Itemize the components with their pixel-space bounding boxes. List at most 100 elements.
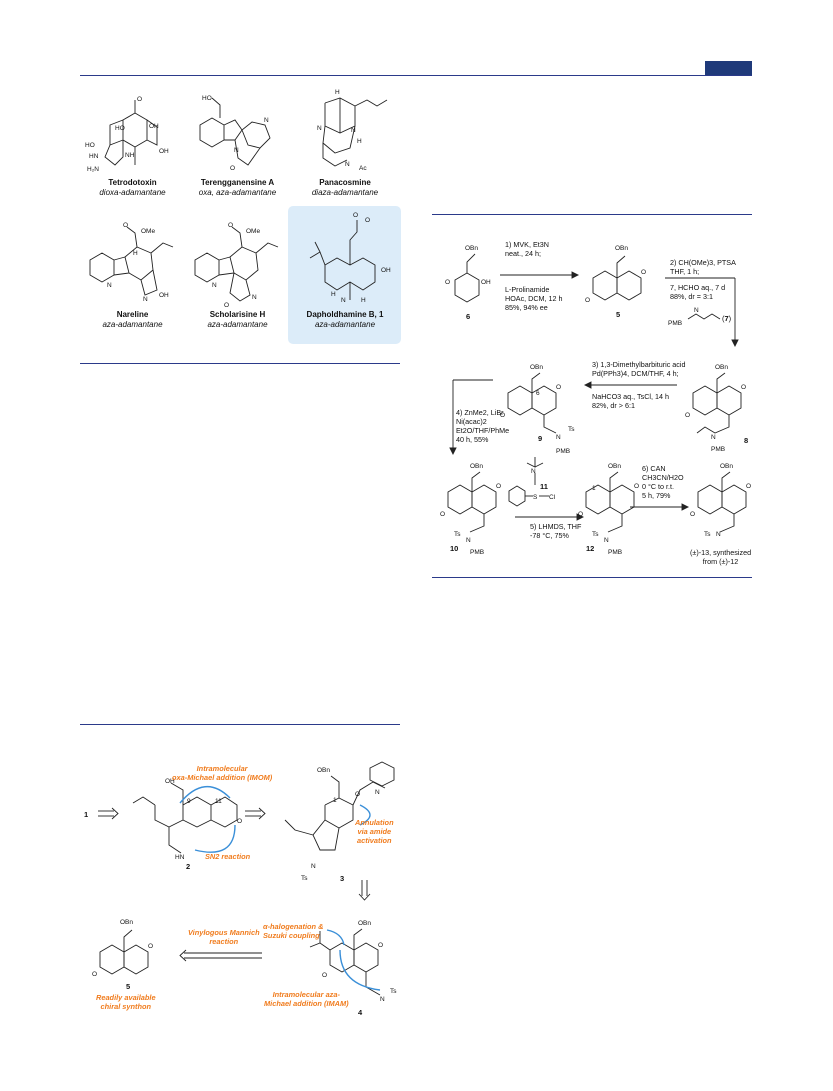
step2-conditions-b: 7, HCHO aq., 7 d 88%, dr = 3:1 xyxy=(670,283,726,301)
dapholdhamine-structure: O O OH N H H xyxy=(309,212,391,304)
tetrodotoxin-caption: Tetrodotoxin dioxa-adamantane xyxy=(85,178,180,198)
svg-text:HN: HN xyxy=(89,153,99,160)
arrow-step2 xyxy=(665,277,739,348)
svg-text:N: N xyxy=(345,161,350,168)
annulation-annotation: Annulation via amide activation xyxy=(355,818,394,845)
svg-text:H: H xyxy=(335,89,340,96)
retro-compound-5-number: 5 xyxy=(126,982,131,991)
svg-text:OBn: OBn xyxy=(530,364,543,371)
svg-text:O: O xyxy=(445,279,450,286)
svg-text:OH: OH xyxy=(165,778,175,785)
retro-compound-3-number: 3 xyxy=(340,874,345,883)
svg-text:OMe: OMe xyxy=(246,228,260,235)
svg-text:PMB: PMB xyxy=(608,549,622,556)
svg-text:Ts: Ts xyxy=(704,531,711,538)
journal-tab xyxy=(705,61,752,75)
nareline-structure: OMe O N OH N H xyxy=(89,222,174,303)
svg-text:NH: NH xyxy=(125,152,135,159)
svg-text:Ts: Ts xyxy=(301,875,308,882)
compound-9-structure: OBn O O 6 N Ts PMB xyxy=(500,364,575,455)
svg-text:PMB: PMB xyxy=(711,446,725,453)
scholarisine-name: Scholarisine H xyxy=(209,310,266,319)
step2-conditions: 2) CH(OMe)3, PTSA THF, 1 h; xyxy=(670,258,736,276)
svg-text:N: N xyxy=(716,531,721,538)
svg-text:O: O xyxy=(230,165,235,172)
terengganensine-name: Terengganensine A xyxy=(200,178,275,187)
svg-text:O: O xyxy=(641,269,646,276)
svg-text:O: O xyxy=(353,212,358,219)
nareline-caption: Nareline aza-adamantane xyxy=(85,310,180,330)
dapholdhamine-highlight xyxy=(288,206,401,344)
vinylogous-annotation: Vinylogous Mannich reaction xyxy=(188,928,260,946)
retro-compound-4-structure: OBn O O N Ts xyxy=(309,920,397,1003)
reagent-11-structure: N S Cl xyxy=(508,457,556,507)
svg-text:N: N xyxy=(711,434,716,441)
svg-text:O: O xyxy=(123,222,128,229)
svg-text:OBn: OBn xyxy=(358,920,371,927)
step1-conditions-b: L-Prolinamide HOAc, DCM, 12 h 85%, 94% e… xyxy=(505,285,563,312)
imom-curve-arrow xyxy=(179,785,231,804)
svg-text:O: O xyxy=(556,384,561,391)
scheme1-bottom-rule xyxy=(432,577,752,578)
svg-text:N: N xyxy=(380,996,385,1003)
panacosmine-sub: diaza-adamantane xyxy=(311,188,379,197)
arrow-step5 xyxy=(515,513,585,521)
tetrodotoxin-sub: dioxa-adamantane xyxy=(99,188,166,197)
svg-text:N: N xyxy=(351,127,356,134)
svg-text:N: N xyxy=(252,294,257,301)
step3-conditions-b: NaHCO3 aq., TsCl, 14 h 82%, dr > 6:1 xyxy=(592,392,669,410)
svg-text:OBn: OBn xyxy=(470,463,483,470)
compound-8-structure: OBn O O N PMB xyxy=(685,364,746,453)
svg-text:O: O xyxy=(237,818,242,825)
retro-arrow-3 xyxy=(358,880,371,901)
retro-arrow-2 xyxy=(245,807,266,820)
svg-text:N: N xyxy=(694,307,699,314)
scheme1-top-rule xyxy=(432,214,752,215)
annulation-curve-arrow xyxy=(359,804,371,826)
panacosmine-name: Panacosmine xyxy=(319,178,371,187)
svg-text:H₂N: H₂N xyxy=(87,166,99,173)
sn2-annotation: SN2 reaction xyxy=(205,852,251,861)
svg-text:HN: HN xyxy=(175,854,185,861)
retro-compound-4-number: 4 xyxy=(358,1008,363,1017)
svg-text:O: O xyxy=(585,297,590,304)
compound-5-number: 5 xyxy=(616,310,621,319)
retro-compound-3-structure: OBn O N N Ts 1 xyxy=(284,761,395,882)
reagent-11-label: 11 xyxy=(540,482,548,491)
scholarisine-caption: Scholarisine H aza-adamantane xyxy=(190,310,285,330)
svg-text:N: N xyxy=(375,789,380,796)
step1-conditions: 1) MVK, Et3N neat., 24 h; xyxy=(505,240,549,258)
svg-text:N: N xyxy=(212,282,217,289)
svg-text:PMB: PMB xyxy=(556,448,570,455)
retro-arrow-4 xyxy=(179,949,262,962)
svg-text:O: O xyxy=(685,412,690,419)
arrow-step3 xyxy=(583,381,677,389)
tetrodotoxin-structure: O HO OH HO OH HN NH H₂N xyxy=(85,96,169,173)
reagent-7-number: (7) xyxy=(722,314,732,323)
svg-text:O: O xyxy=(92,971,97,978)
svg-text:O: O xyxy=(355,791,360,798)
svg-text:OBn: OBn xyxy=(715,364,728,371)
svg-text:O: O xyxy=(634,483,639,490)
halogenation-annotation: α-halogenation & Suzuki coupling xyxy=(263,922,324,940)
panacosmine-structure: N N N Ac H H xyxy=(317,89,388,172)
imam-annotation: Intramolecular aza- Michael addition (IM… xyxy=(264,990,349,1008)
svg-text:N: N xyxy=(604,537,609,544)
compound-5-structure: OBn O O xyxy=(585,245,646,304)
compound-13-structure: OBn O O Ts N xyxy=(690,463,751,538)
nareline-sub: aza-adamantane xyxy=(102,320,163,329)
svg-text:N: N xyxy=(264,117,269,124)
arrow-step1 xyxy=(500,271,580,279)
step6-conditions: 6) CAN CH3CN/H2O 0 °C to r.t. 5 h, 79% xyxy=(642,464,684,500)
sn2-curve-arrow xyxy=(194,824,236,853)
header-rule xyxy=(80,75,752,76)
terengganensine-structure: HO N N O xyxy=(199,95,271,172)
svg-text:OMe: OMe xyxy=(141,228,155,235)
terengganensine-caption: Terengganensine A oxa, aza-adamantane xyxy=(190,178,285,198)
svg-text:OH: OH xyxy=(149,123,159,130)
step5-conditions: 5) LHMDS, THF -78 °C, 75% xyxy=(530,522,582,540)
compound-10-number: 10 xyxy=(450,544,459,553)
svg-text:N: N xyxy=(311,863,316,870)
svg-text:OBn: OBn xyxy=(120,919,133,926)
svg-text:N: N xyxy=(556,434,561,441)
